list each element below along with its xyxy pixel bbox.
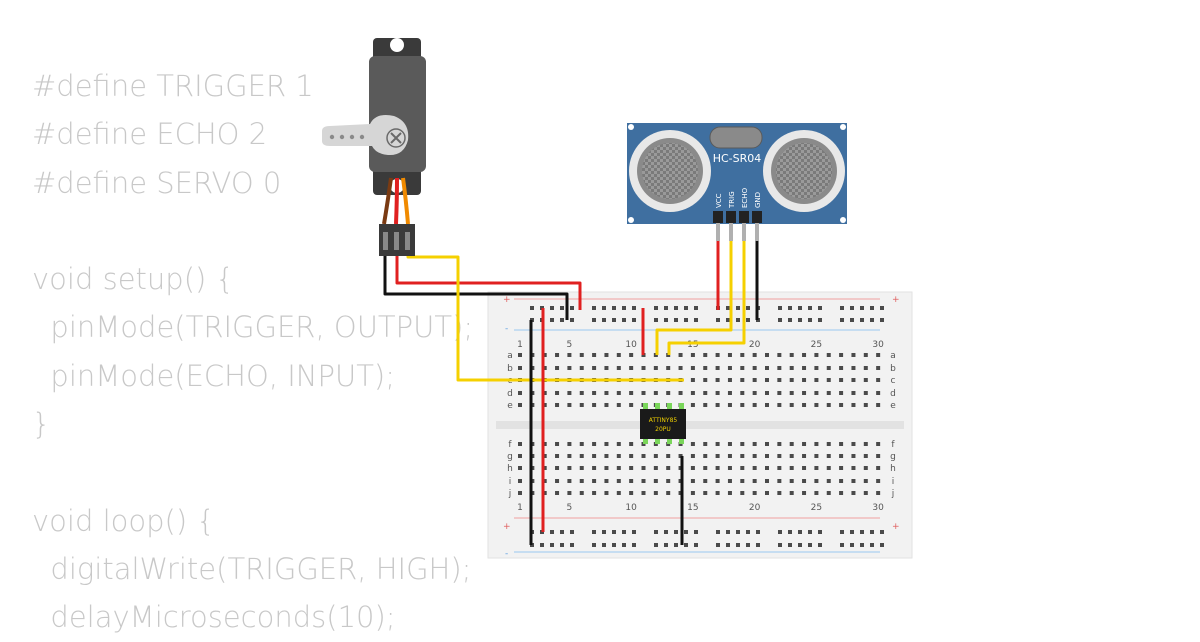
- column-number-bottom: 1: [517, 503, 523, 513]
- row-letter-left: d: [507, 389, 513, 399]
- wire-servo-ground: [383, 245, 569, 320]
- row-letter-left: b: [507, 364, 513, 374]
- column-number-bottom: 20: [749, 503, 761, 513]
- row-letter-left: g: [507, 452, 513, 462]
- wire-sensor-trig: [655, 224, 733, 355]
- code-line: delayMicroseconds(10);: [32, 600, 396, 635]
- ultrasonic-sensor: HC-SR04 VCC TRIG ECHO GND: [627, 123, 847, 241]
- code-line: pinMode(ECHO, INPUT);: [32, 358, 396, 393]
- row-letter-left: h: [507, 464, 513, 474]
- code-line: }: [32, 407, 51, 442]
- row-letter-left: a: [507, 351, 513, 361]
- row-letter-right: a: [890, 351, 896, 361]
- column-number-bottom: 5: [567, 503, 573, 513]
- row-letter-left: f: [508, 440, 512, 450]
- chip-label-line2: 20PU: [655, 426, 671, 433]
- column-number-top: 10: [625, 340, 637, 350]
- row-letter-right: c: [891, 376, 896, 386]
- row-letter-right: b: [890, 364, 896, 374]
- servo-motor: [322, 38, 426, 256]
- column-number-top: 30: [872, 340, 884, 350]
- servo-horn: [322, 115, 409, 156]
- code-line: digitalWrite(TRIGGER, HIGH);: [32, 551, 472, 586]
- rail-plus-bottom-right: +: [892, 522, 900, 532]
- code-line: pinMode(TRIGGER, OUTPUT);: [32, 310, 474, 345]
- chip-label-line1: ATTINY85: [649, 417, 678, 424]
- column-number-top: 1: [517, 340, 523, 350]
- code-line: #define TRIGGER 1: [32, 69, 314, 103]
- row-letter-right: i: [892, 477, 895, 487]
- sensor-pin-trig: TRIG: [728, 191, 736, 209]
- column-number-top: 20: [749, 340, 761, 350]
- column-number-bottom: 15: [687, 503, 698, 513]
- rail-plus-bottom: +: [503, 522, 511, 532]
- code-line: void loop() {: [32, 503, 215, 538]
- attiny85-chip: ATTINY85 20PU: [640, 403, 686, 444]
- column-number-top: 15: [687, 340, 698, 350]
- wire-servo-power: [395, 245, 582, 310]
- sensor-pin-echo: ECHO: [741, 187, 749, 208]
- sensor-pin-gnd: GND: [754, 192, 762, 208]
- wire-sensor-echo: [667, 224, 746, 355]
- rail-plus-top: +: [503, 295, 511, 305]
- row-letter-right: f: [891, 440, 895, 450]
- column-number-top: 5: [567, 340, 573, 350]
- row-letter-right: d: [890, 389, 896, 399]
- rail-plus-top-right: +: [892, 295, 900, 305]
- code-line: #define ECHO 2: [32, 117, 268, 152]
- row-letter-right: g: [890, 452, 896, 462]
- row-letter-right: e: [890, 401, 896, 411]
- wires: [383, 224, 759, 545]
- column-number-bottom: 25: [811, 503, 822, 513]
- rail-minus-bottom: -: [505, 549, 508, 559]
- column-number-bottom: 10: [625, 503, 637, 513]
- code-listing: #define TRIGGER 1 #define ECHO 2 #define S…: [32, 62, 473, 642]
- code-line: void setup() {: [32, 262, 234, 297]
- row-letter-right: h: [890, 464, 896, 474]
- column-number-top: 25: [811, 340, 822, 350]
- sensor-pin-vcc: VCC: [715, 193, 723, 208]
- row-letter-left: e: [507, 401, 513, 411]
- code-line: #define SERVO 0: [32, 165, 282, 200]
- row-letter-left: j: [508, 489, 512, 499]
- row-letter-right: j: [891, 489, 895, 499]
- sensor-label: HC-SR04: [713, 152, 762, 165]
- row-letter-left: i: [509, 477, 512, 487]
- column-number-bottom: 30: [872, 503, 884, 513]
- rail-minus-top: -: [505, 324, 508, 334]
